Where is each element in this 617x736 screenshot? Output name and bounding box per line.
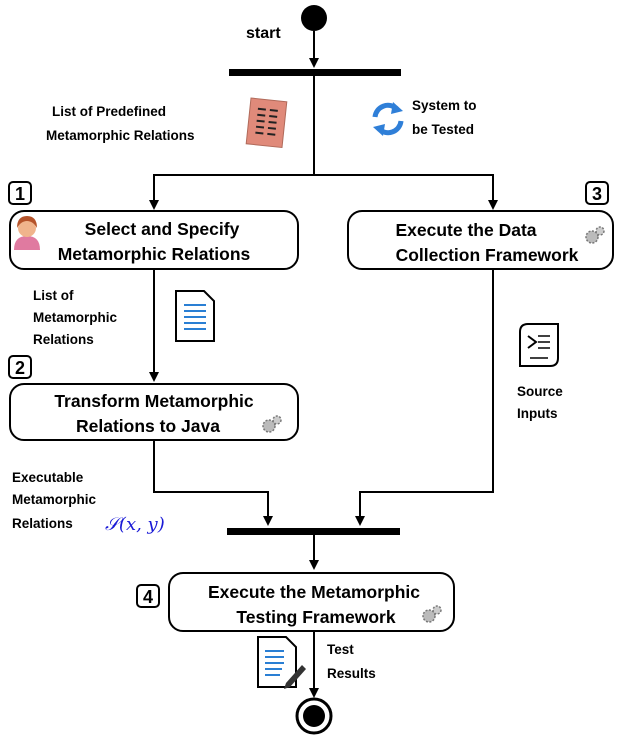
document-icon <box>175 290 215 342</box>
step3-number-box <box>585 181 609 205</box>
step1-number-box <box>8 181 32 205</box>
source-inputs-line1: Source <box>517 384 563 399</box>
step4-number-box <box>136 584 160 608</box>
list-of-mrs-line1: List of <box>33 288 74 303</box>
step3-box <box>347 210 614 270</box>
document-edit-icon <box>257 636 306 689</box>
step2-number-box <box>8 355 32 379</box>
predefined-mrs-label-line2: Metamorphic Relations <box>46 128 195 143</box>
source-inputs-line2: Inputs <box>517 406 558 421</box>
fork-bar <box>229 69 401 76</box>
math-expression: 𝒮(x, y) <box>105 514 165 535</box>
step2-title-line2: Relations to Java <box>76 416 220 436</box>
step4-title-line2: Testing Framework <box>236 607 395 627</box>
person-icon <box>14 216 40 250</box>
edge-fork-to-step3 <box>314 174 498 210</box>
list-of-mrs-line2: Metamorphic <box>33 310 118 325</box>
step3-title-line1: Execute the Data <box>395 220 536 240</box>
step1-title-line2: Metamorphic Relations <box>58 244 251 264</box>
system-under-test-label-line1: System to <box>412 98 477 113</box>
start-label: start <box>246 25 281 42</box>
edge-step2-to-join <box>153 440 273 526</box>
edge-fork-to-step1 <box>149 76 315 210</box>
step2-number: 2 <box>15 358 25 378</box>
list-of-mrs-line3: Relations <box>33 332 94 347</box>
edge-step3-to-join <box>355 269 494 526</box>
executable-mrs-line3: Relations <box>12 516 73 531</box>
gears-icon <box>585 226 605 244</box>
test-results-line2: Results <box>327 666 376 681</box>
script-scroll-icon <box>519 323 559 367</box>
step1-title-line1: Select and Specify <box>85 219 240 239</box>
gears-icon <box>262 415 282 433</box>
system-under-test-label-line2: be Tested <box>412 122 474 137</box>
step4-box <box>168 572 455 632</box>
step2-title-line1: Transform Metamorphic <box>54 391 254 411</box>
refresh-cycle-icon <box>372 102 404 136</box>
predefined-mrs-label-line1: List of Predefined <box>52 104 166 119</box>
executable-mrs-line1: Executable <box>12 470 84 485</box>
step3-number: 3 <box>592 184 602 204</box>
step4-number: 4 <box>143 587 153 607</box>
join-bar <box>227 528 400 535</box>
start-node <box>301 5 327 31</box>
end-node-core <box>303 705 325 727</box>
step3-title-line2: Collection Framework <box>396 245 579 265</box>
gears-icon <box>422 605 442 623</box>
executable-mrs-line2: Metamorphic <box>12 492 97 507</box>
step1-number: 1 <box>15 184 25 204</box>
step4-title-line1: Execute the Metamorphic <box>208 582 420 602</box>
list-icon <box>245 97 288 149</box>
test-results-line1: Test <box>327 642 354 657</box>
